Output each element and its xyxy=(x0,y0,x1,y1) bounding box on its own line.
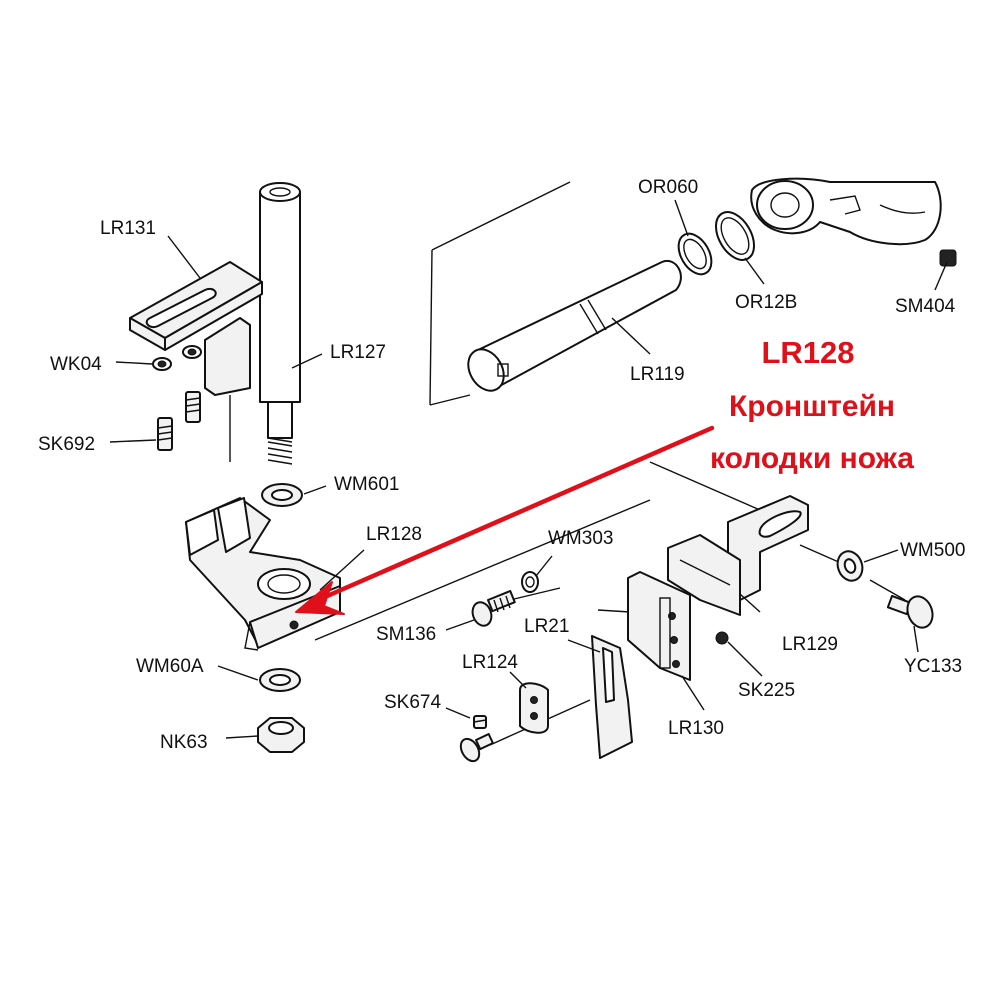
annotation-line1: Кронштейн xyxy=(729,390,895,423)
label-sm136: SM136 xyxy=(376,624,436,645)
assembly-lines xyxy=(314,461,906,746)
annotation-line2: колодки ножа xyxy=(710,442,914,475)
screw-sk674 xyxy=(459,715,494,763)
plate-lr124 xyxy=(519,682,549,734)
screw-sm404 xyxy=(939,249,957,267)
washer-wm601 xyxy=(261,483,303,507)
annotation-arrow-line xyxy=(315,425,715,603)
label-lr128: LR128 xyxy=(366,524,422,545)
label-wm601: WM601 xyxy=(334,474,399,495)
washer-wm60a xyxy=(259,668,301,692)
label-lr21: LR21 xyxy=(524,616,569,637)
plate-lr130 xyxy=(627,571,691,681)
label-sk225: SK225 xyxy=(738,680,795,701)
knife-lr21 xyxy=(591,635,633,759)
bracket-lr128 xyxy=(185,497,341,651)
part-labels: OR060 OR12B SM404 LR131 LR127 WK04 SK692… xyxy=(38,177,965,753)
red-annotation: LR128 Кронштейн колодки ножа xyxy=(295,335,914,615)
label-sk674: SK674 xyxy=(384,692,441,713)
washer-wm303 xyxy=(521,571,539,593)
label-lr127: LR127 xyxy=(330,342,386,363)
washer-wk04 xyxy=(152,345,202,371)
motor-housing xyxy=(750,177,942,246)
screw-sk692 xyxy=(157,391,201,451)
label-wm500: WM500 xyxy=(900,540,965,561)
frame-lines xyxy=(429,181,571,406)
label-lr130: LR130 xyxy=(668,718,724,739)
label-nk63: NK63 xyxy=(160,732,208,753)
bracket-lr131 xyxy=(129,261,263,462)
shaft-lr119 xyxy=(467,259,682,392)
label-yc133: YC133 xyxy=(904,656,962,677)
o-ring-or060 xyxy=(677,232,713,276)
washer-wm500 xyxy=(836,550,864,582)
label-lr124: LR124 xyxy=(462,652,518,673)
label-sm404: SM404 xyxy=(895,296,956,317)
screw-sk225 xyxy=(715,631,729,645)
leader-lines xyxy=(109,199,948,739)
screw-yc133 xyxy=(886,595,934,629)
nut-nk63 xyxy=(257,717,305,753)
annotation-code: LR128 xyxy=(761,335,854,370)
o-ring-or12b xyxy=(715,211,755,261)
label-sk692: SK692 xyxy=(38,434,95,455)
label-lr119: LR119 xyxy=(630,364,685,385)
label-wk04: WK04 xyxy=(50,354,102,375)
label-or12b: OR12B xyxy=(735,292,797,313)
label-wm60a: WM60A xyxy=(136,656,204,677)
label-or060: OR060 xyxy=(638,177,698,198)
annotation-arrow-head xyxy=(295,581,345,615)
label-lr131: LR131 xyxy=(100,218,156,239)
label-wm303: WM303 xyxy=(548,528,613,549)
rod-lr127 xyxy=(259,182,301,465)
bracket-lr129 xyxy=(667,495,809,616)
label-lr129: LR129 xyxy=(782,634,838,655)
screw-sm136 xyxy=(471,590,516,627)
